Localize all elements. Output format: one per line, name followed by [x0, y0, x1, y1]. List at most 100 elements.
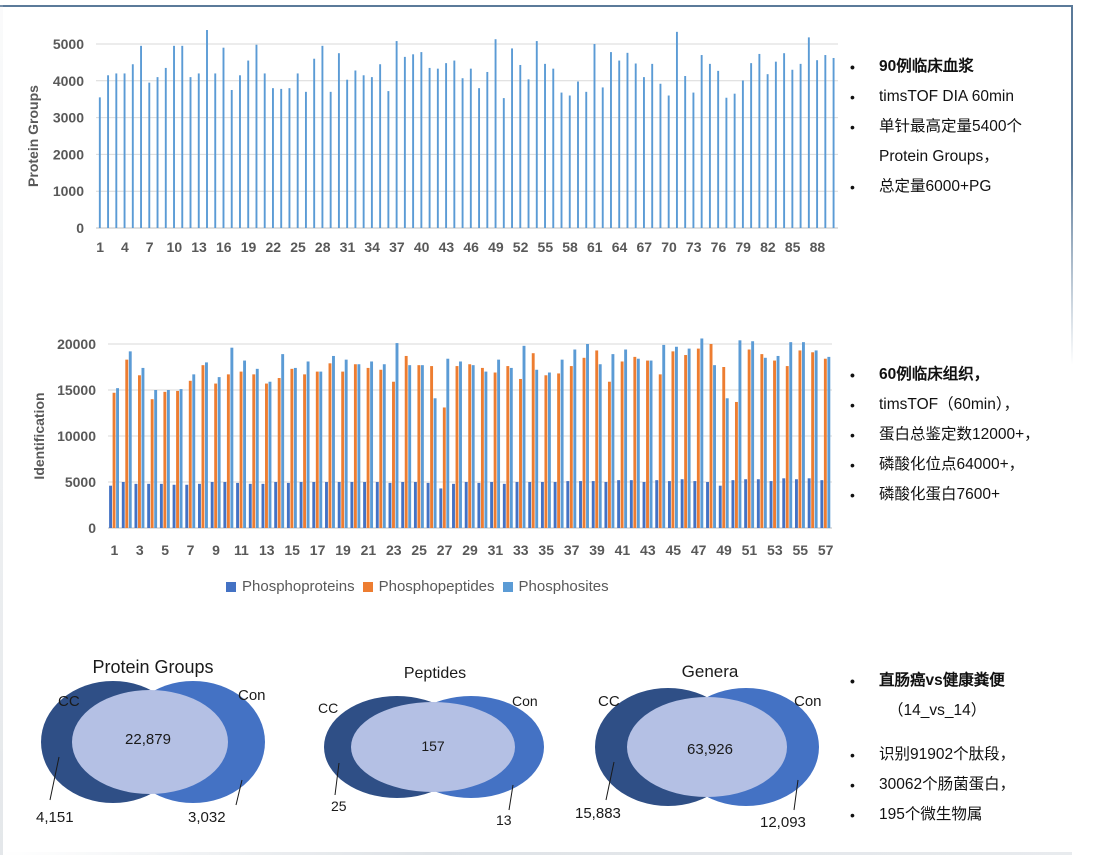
venn-protein-groups: Protein Groups CC Con 22,879 4,151 3,032	[36, 657, 266, 826]
x-tick-label: 16	[216, 239, 232, 255]
x-tick-label: 19	[335, 542, 351, 558]
bar	[362, 75, 365, 228]
phosphosites-bar	[382, 364, 386, 528]
phosphosites-bar	[763, 357, 767, 528]
phosphoproteins-bar	[109, 485, 113, 528]
phosphoproteins-bar	[667, 481, 671, 528]
chart-legend: Phosphoproteins Phosphopeptides Phosphosit…	[226, 578, 609, 595]
x-tick-label: 57	[818, 542, 834, 558]
phosphopeptides-bar	[569, 366, 573, 528]
phosphopeptides-bar	[480, 367, 484, 528]
venn-title: Peptides	[404, 665, 466, 682]
legend-item: Phosphosites	[502, 578, 609, 595]
bar	[684, 76, 687, 229]
phosphopeptides-bar	[163, 391, 167, 528]
phosphoproteins-bar	[540, 482, 544, 528]
bar	[502, 98, 505, 228]
phosphopeptides-bar	[544, 375, 548, 528]
phosphoproteins-bar	[617, 480, 621, 528]
note-item: 90例临床血浆	[850, 52, 1022, 82]
bar	[321, 45, 324, 229]
phosphosites-bar	[293, 367, 297, 528]
frame-bottom-border	[0, 852, 1072, 855]
phosphopeptides-bar	[823, 358, 827, 528]
phosphoproteins-bar	[210, 482, 214, 528]
phosphopeptides-bar	[315, 371, 319, 528]
bar	[486, 71, 489, 228]
x-tick-label: 19	[241, 239, 257, 255]
bar	[189, 77, 192, 229]
phosphoproteins-bar	[299, 482, 303, 528]
venn-left-pointer	[605, 761, 615, 801]
phosphopeptides-bar	[633, 356, 637, 528]
x-tick-label: 34	[364, 239, 380, 255]
bar	[552, 68, 555, 228]
phosphosites-bar	[687, 348, 691, 528]
venn-right-only-count: 3,032	[188, 809, 226, 826]
bar	[832, 57, 835, 228]
phosphosites-bar	[192, 374, 196, 528]
phosphosites-bar	[674, 346, 678, 528]
bar	[560, 92, 563, 229]
phosphosites-bar	[497, 359, 501, 528]
phosphopeptides-bar	[658, 374, 662, 528]
venn-left-pointer	[49, 756, 60, 801]
bar	[733, 93, 736, 229]
phosphoproteins-bar	[223, 482, 227, 528]
bar	[807, 37, 810, 228]
note-item: Protein Groups，	[879, 148, 999, 165]
venn-left-label: CC	[598, 693, 620, 710]
legend-item: Phosphoproteins	[226, 578, 355, 595]
x-tick-label: 15	[284, 542, 300, 558]
phosphopeptides-bar	[620, 361, 624, 528]
phosphopeptides-bar	[557, 373, 561, 528]
legend-item: Phosphopeptides	[362, 578, 495, 595]
phosphoproteins-bar	[756, 479, 760, 528]
phosphoproteins-bar	[591, 481, 595, 528]
phosphoproteins-bar	[528, 482, 532, 528]
phosphopeptides-bar	[226, 374, 230, 528]
x-tick-label: 27	[437, 542, 453, 558]
phosphoproteins-bar	[375, 482, 379, 528]
bar	[601, 87, 604, 228]
phosphosites-bar	[700, 338, 704, 528]
phosphosites-bar	[598, 364, 602, 528]
bar	[783, 53, 786, 229]
phosphosites-bar	[205, 362, 208, 528]
phosphosites-bar	[738, 340, 742, 528]
phosphopeptides-bar	[442, 407, 446, 528]
legend-swatch	[362, 581, 373, 592]
bar	[304, 91, 307, 228]
x-tick-label: 43	[640, 542, 656, 558]
bar	[610, 52, 612, 228]
phosphosites-bar	[509, 367, 513, 528]
phosphosites-bar	[611, 354, 615, 528]
phosphoproteins-bar	[401, 482, 405, 528]
x-tick-label: 49	[488, 239, 504, 255]
venn-left-pointer	[334, 762, 340, 796]
phosphoproteins-bar	[248, 483, 252, 528]
bar	[766, 74, 769, 229]
x-tick-label: 55	[792, 542, 808, 558]
phosphopeptides-bar	[252, 374, 256, 528]
phosphosites-bar	[306, 361, 310, 528]
phosphoproteins-bar	[642, 482, 646, 528]
venn-title: Genera	[682, 662, 739, 681]
x-tick-label: 3	[136, 542, 144, 558]
bar	[469, 68, 472, 228]
bar	[568, 95, 571, 229]
y-tick-label: 4000	[53, 73, 84, 89]
x-tick-label: 11	[234, 542, 249, 558]
phosphoproteins-bar	[261, 483, 265, 528]
phosphopeptides-bar	[722, 367, 726, 528]
phosphopeptides-bar	[493, 372, 497, 528]
bar	[816, 60, 819, 228]
phosphopeptides-bar	[150, 399, 154, 528]
phosphopeptides-bar	[519, 378, 522, 528]
x-tick-label: 55	[538, 239, 554, 255]
phosphoproteins-bar	[337, 482, 341, 528]
venn-left-only-count: 15,883	[575, 805, 621, 822]
x-tick-label: 29	[462, 542, 478, 558]
bar	[164, 67, 167, 228]
phosphosites-bar	[179, 389, 183, 528]
